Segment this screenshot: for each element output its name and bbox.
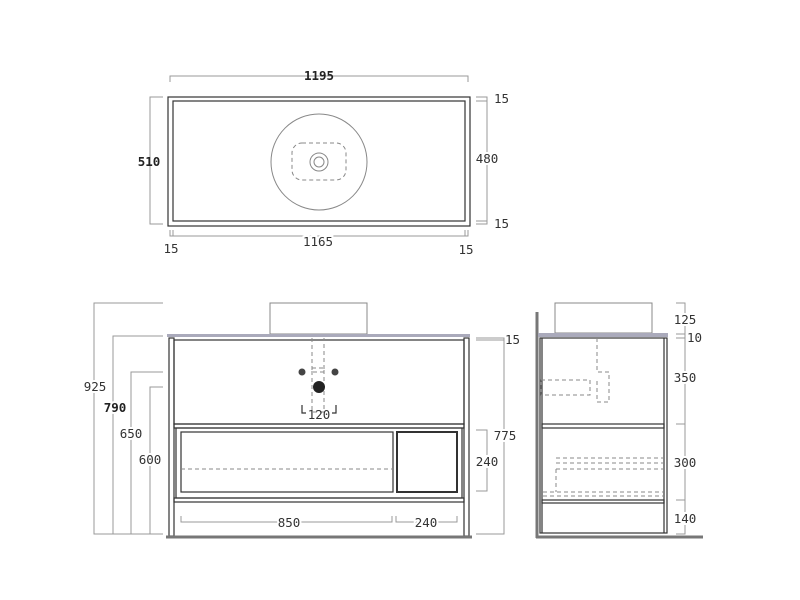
top-view: 1195 510 15 480 15 15 1165 15 [138, 68, 509, 257]
basin-drain-area [291, 142, 347, 181]
bottom-shelf [173, 497, 465, 503]
dim-edge-top: 15 [494, 91, 509, 106]
dim-inner-width: 1165 [303, 234, 333, 249]
countertop-outline [167, 96, 471, 227]
bottom-shelf-side [541, 499, 665, 504]
right-leg [463, 337, 470, 537]
dim-middle-section: 300 [674, 455, 697, 470]
dim-overall-width: 1195 [304, 68, 334, 83]
shelf [173, 423, 465, 429]
dim-bottom-section: 140 [674, 511, 697, 526]
dim-total-height: 925 [84, 379, 107, 394]
dim-top-thickness: 15 [505, 332, 520, 347]
basin-circle [270, 113, 368, 211]
drawer-frame [175, 427, 463, 499]
drawer [180, 431, 394, 493]
dim-top-height: 790 [104, 400, 127, 415]
dim-cabinet-height: 775 [494, 428, 517, 443]
drain-outer [309, 152, 329, 172]
dim-top-thickness-side: 10 [687, 330, 702, 345]
dim-drawer-width: 850 [278, 515, 301, 530]
drain-outlet [313, 381, 325, 393]
countertop [167, 334, 470, 337]
siphon [540, 338, 610, 403]
basin-side [554, 302, 653, 334]
left-leg [168, 337, 175, 537]
dim-overall-depth: 510 [138, 154, 161, 169]
dim-box-width: 240 [415, 515, 438, 530]
dim-basin-height: 125 [674, 312, 697, 327]
dim-tap-spacing: 120 [308, 407, 331, 422]
cabinet-side [539, 337, 668, 534]
countertop-side [538, 333, 668, 337]
dim-upper-section: 350 [674, 370, 697, 385]
countertop-inner [172, 100, 466, 222]
open-box [396, 431, 458, 493]
dim-edge-bottom: 15 [494, 216, 509, 231]
fixing-left [298, 368, 306, 376]
dim-edge-right: 15 [458, 242, 473, 257]
dim-drain-height: 650 [120, 426, 143, 441]
fixing-right [331, 368, 339, 376]
side-view: 125 10 350 300 140 [535, 302, 703, 539]
basin [269, 302, 368, 335]
dim-inner-depth: 480 [476, 151, 499, 166]
drain-inner [313, 156, 325, 168]
shelf-side [541, 423, 665, 429]
dim-fixing-height: 600 [139, 452, 162, 467]
dim-edge-left: 15 [163, 241, 178, 256]
front-view: 120 925 790 650 600 15 775 240 850 240 [82, 302, 520, 539]
dim-drawer-height: 240 [476, 454, 499, 469]
drawer-hidden [543, 457, 663, 497]
waste-pipe [311, 338, 325, 413]
